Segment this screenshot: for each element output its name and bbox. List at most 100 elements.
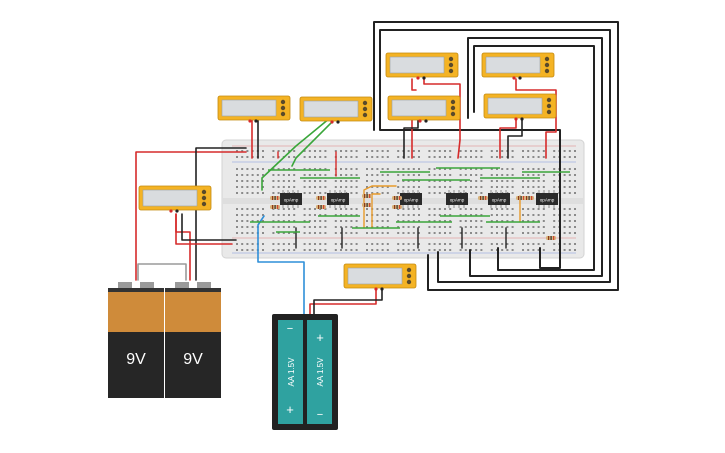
breadboard-hole[interactable] [511,208,514,210]
multimeter-4[interactable] [481,52,555,80]
breadboard-hole[interactable] [371,186,374,188]
breadboard-hole[interactable] [397,214,400,216]
breadboard-hole[interactable] [438,156,441,158]
breadboard-hole[interactable] [418,168,420,170]
breadboard-hole[interactable] [568,156,571,158]
breadboard-hole[interactable] [381,180,384,182]
breadboard-hole[interactable] [350,168,353,170]
breadboard-hole[interactable] [480,174,483,176]
breadboard-hole[interactable] [262,208,264,210]
breadboard-hole[interactable] [438,174,441,176]
breadboard-hole[interactable] [366,243,368,245]
breadboard-hole[interactable] [236,186,238,188]
breadboard-hole[interactable] [288,232,290,234]
breadboard-hole[interactable] [496,174,498,176]
breadboard-hole[interactable] [433,150,436,152]
breadboard-hole[interactable] [542,232,545,234]
breadboard-hole[interactable] [459,249,462,251]
breadboard-hole[interactable] [251,168,254,170]
breadboard-hole[interactable] [506,174,509,176]
breadboard-hole[interactable] [308,249,311,251]
breadboard-hole[interactable] [366,156,368,158]
multimeter-knob[interactable] [362,106,368,112]
multimeter-knob[interactable] [280,99,286,105]
breadboard-hole[interactable] [511,220,514,222]
breadboard-hole[interactable] [444,214,446,216]
breadboard-hole[interactable] [496,180,498,182]
breadboard-hole[interactable] [444,232,446,234]
breadboard-hole[interactable] [397,243,400,245]
breadboard-hole[interactable] [407,168,410,170]
breadboard-hole[interactable] [319,192,322,194]
multimeter-knob[interactable] [201,195,207,201]
breadboard-hole[interactable] [241,232,244,234]
breadboard-hole[interactable] [308,156,311,158]
breadboard-hole[interactable] [319,214,322,216]
breadboard-hole[interactable] [438,249,441,251]
breadboard-hole[interactable] [532,208,535,210]
breadboard-hole[interactable] [480,232,483,234]
breadboard-hole[interactable] [475,156,478,158]
breadboard-hole[interactable] [308,186,311,188]
breadboard-hole[interactable] [334,243,337,245]
breadboard-hole[interactable] [236,150,238,152]
breadboard-hole[interactable] [308,243,311,245]
breadboard-hole[interactable] [350,220,353,222]
breadboard-hole[interactable] [459,220,462,222]
breadboard-hole[interactable] [542,249,545,251]
multimeter-probe-black[interactable] [254,119,258,123]
breadboard-hole[interactable] [376,214,379,216]
breadboard-hole[interactable] [397,186,400,188]
breadboard-hole[interactable] [308,220,311,222]
breadboard-hole[interactable] [506,168,509,170]
breadboard-hole[interactable] [314,208,316,210]
breadboard-hole[interactable] [241,156,244,158]
breadboard-hole[interactable] [340,249,342,251]
breadboard-hole[interactable] [537,249,540,251]
multimeter-knob[interactable] [406,279,412,285]
breadboard-hole[interactable] [532,174,535,176]
breadboard-hole[interactable] [438,186,441,188]
breadboard-hole[interactable] [532,150,535,152]
breadboard-hole[interactable] [428,168,431,170]
wire-red-9v-a[interactable] [135,151,247,281]
breadboard-hole[interactable] [262,168,264,170]
breadboard-hole[interactable] [251,208,254,210]
multimeter-knob[interactable] [450,111,456,117]
breadboard-hole[interactable] [340,232,342,234]
breadboard-hole[interactable] [438,150,441,152]
breadboard-hole[interactable] [262,150,264,152]
breadboard-hole[interactable] [464,168,467,170]
breadboard-hole[interactable] [490,214,493,216]
breadboard-hole[interactable] [490,243,493,245]
breadboard-hole[interactable] [418,249,420,251]
breadboard-hole[interactable] [397,220,400,222]
breadboard-hole[interactable] [251,180,254,182]
breadboard-hole[interactable] [272,180,275,182]
breadboard-hole[interactable] [506,243,509,245]
breadboard-hole[interactable] [522,174,524,176]
breadboard-hole[interactable] [490,186,493,188]
breadboard-hole[interactable] [241,186,244,188]
breadboard-hole[interactable] [412,180,415,182]
breadboard-hole[interactable] [527,156,530,158]
breadboard-hole[interactable] [288,226,290,228]
breadboard-hole[interactable] [438,232,441,234]
breadboard-hole[interactable] [418,174,420,176]
breadboard-hole[interactable] [464,214,467,216]
breadboard-hole[interactable] [511,232,514,234]
breadboard-hole[interactable] [428,186,431,188]
breadboard-hole[interactable] [376,226,379,228]
breadboard-hole[interactable] [256,168,259,170]
breadboard-hole[interactable] [480,192,483,194]
breadboard-hole[interactable] [438,220,441,222]
breadboard-hole[interactable] [464,174,467,176]
breadboard-hole[interactable] [475,192,478,194]
breadboard-hole[interactable] [303,232,306,234]
breadboard-hole[interactable] [418,156,420,158]
breadboard-hole[interactable] [366,220,368,222]
breadboard-hole[interactable] [340,180,342,182]
breadboard-hole[interactable] [340,186,342,188]
breadboard-hole[interactable] [542,156,545,158]
breadboard-hole[interactable] [553,150,556,152]
